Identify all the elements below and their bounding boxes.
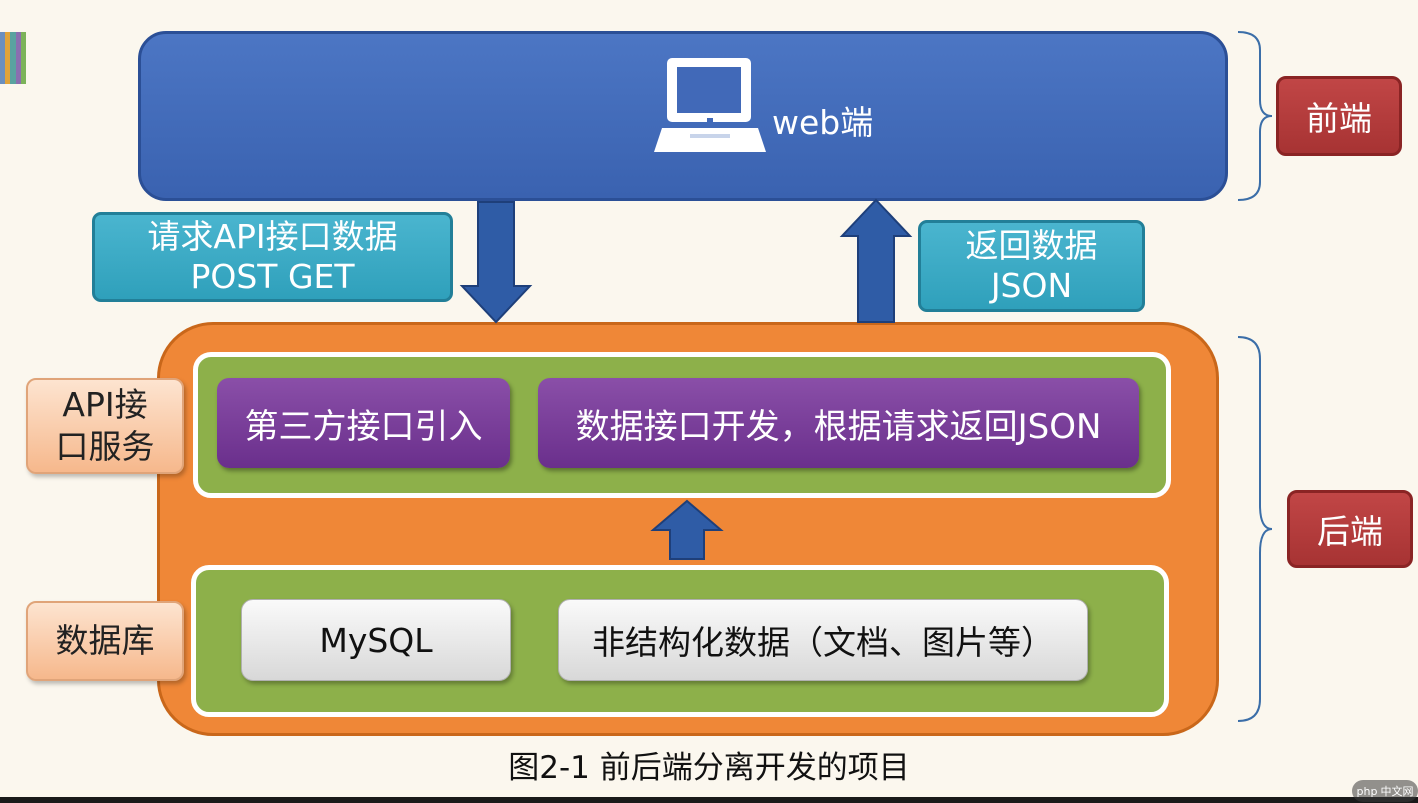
response-label-box: 返回数据 JSON (918, 220, 1145, 312)
data-api-dev-box: 数据接口开发，根据请求返回JSON (538, 378, 1139, 468)
watermark: php 中文网 (1352, 780, 1418, 802)
backend-tag: 后端 (1287, 490, 1413, 568)
request-label-line1: 请求API接口数据 (147, 217, 398, 256)
response-arrow-up (839, 198, 913, 323)
unstructured-data-box: 非结构化数据（文档、图片等） (558, 599, 1088, 681)
backend-brace (1237, 336, 1273, 722)
response-label-line1: 返回数据 (965, 226, 1098, 265)
response-label-line2: JSON (990, 266, 1073, 305)
decorative-stripes (0, 32, 27, 84)
laptop-icon (654, 58, 766, 152)
figure-caption: 图2-1 前后端分离开发的项目 (508, 750, 910, 786)
request-arrow-down (459, 201, 533, 324)
request-label-box: 请求API接口数据 POST GET (92, 212, 453, 302)
web-client-label: web端 (772, 103, 874, 142)
db-to-api-arrow-up (650, 499, 724, 560)
api-service-label: API接 口服务 (26, 378, 184, 474)
watermark-logo: php (1356, 784, 1378, 798)
watermark-text: 中文网 (1380, 785, 1414, 798)
third-party-api-box: 第三方接口引入 (217, 378, 510, 468)
database-label: 数据库 (26, 601, 184, 681)
frontend-brace (1237, 31, 1273, 201)
bottom-bar (0, 797, 1418, 803)
frontend-tag: 前端 (1276, 76, 1402, 156)
request-label-line2: POST GET (190, 257, 355, 296)
api-service-label-line2: 口服务 (55, 427, 155, 466)
api-service-label-line1: API接 (62, 385, 148, 424)
mysql-box: MySQL (241, 599, 511, 681)
